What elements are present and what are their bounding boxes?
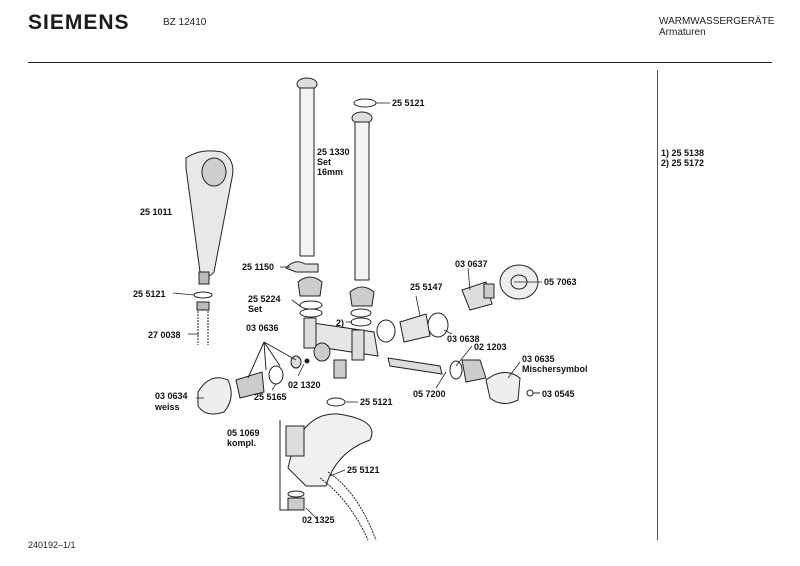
riser-pipe-right [351,98,377,281]
part-label-255121-hose: 25 5121 [133,289,166,299]
part-label-030635: 03 0635 [522,354,555,364]
spout [285,397,377,541]
brand-logo: SIEMENS [28,11,130,34]
part-label-251330: 25 1330 [317,147,350,157]
part-label-051069: 05 1069 [227,428,260,438]
footnote-2: 2) 25 5172 [661,158,705,168]
right-handle [485,372,540,404]
part-label-030634: 03 0634 [155,391,188,401]
part-label-255147: 25 5147 [410,282,443,292]
part-label-030635-symbol: Mischersymbol [522,364,588,374]
part-label-030636: 03 0636 [246,323,279,333]
left-valve-parts [235,341,310,399]
shower-hose [193,291,213,345]
union-nuts [297,276,375,327]
angle-valve [376,264,539,343]
part-label-030634-color: weiss [155,402,180,412]
part-label-255121-low: 25 5121 [347,465,380,475]
part-label-251011: 25 1011 [140,207,173,217]
part-label-255224-set: Set [248,304,263,314]
footnote-1: 1) 25 5138 [661,148,705,158]
part-label-021203: 02 1203 [474,342,507,352]
part-label-251150: 25 1150 [242,262,275,272]
part-label-270038: 27 0038 [148,330,181,340]
model-number: BZ 12410 [163,17,207,28]
part-label-021325: 02 1325 [302,515,335,525]
left-handle [197,377,232,415]
part-label-030637: 03 0637 [455,259,488,269]
part-label-051069-complete: kompl. [227,438,257,448]
right-cartridge [387,357,487,383]
part-label-251330-size: 16mm [317,167,344,177]
header-divider [28,62,772,63]
part-label-255121-top: 25 5121 [392,98,425,108]
mixer-body [303,317,379,379]
assembly-bracket [279,420,300,511]
part-label-030545: 03 0545 [542,389,575,399]
part-label-030638: 03 0638 [447,334,480,344]
part-label-255121-mid: 25 5121 [360,397,393,407]
leader-lines [172,102,542,521]
category-subtitle: Armaturen [659,27,706,38]
document-code: 240192–1/1 [28,540,76,550]
part-label-057063: 05 7063 [544,277,577,287]
part-label-255165: 25 5165 [254,392,287,402]
part-label-255224: 25 5224 [248,294,281,304]
part-label-251330-set: Set [317,157,332,167]
part-label-021320: 02 1320 [288,380,321,390]
notes-divider [657,70,658,540]
part-label-057200: 05 7200 [413,389,446,399]
part-marker-2: 2) [336,318,345,328]
hand-shower [185,150,234,285]
riser-pipe-left [285,77,319,273]
category-title: WARMWASSERGERÄTE [659,16,775,27]
